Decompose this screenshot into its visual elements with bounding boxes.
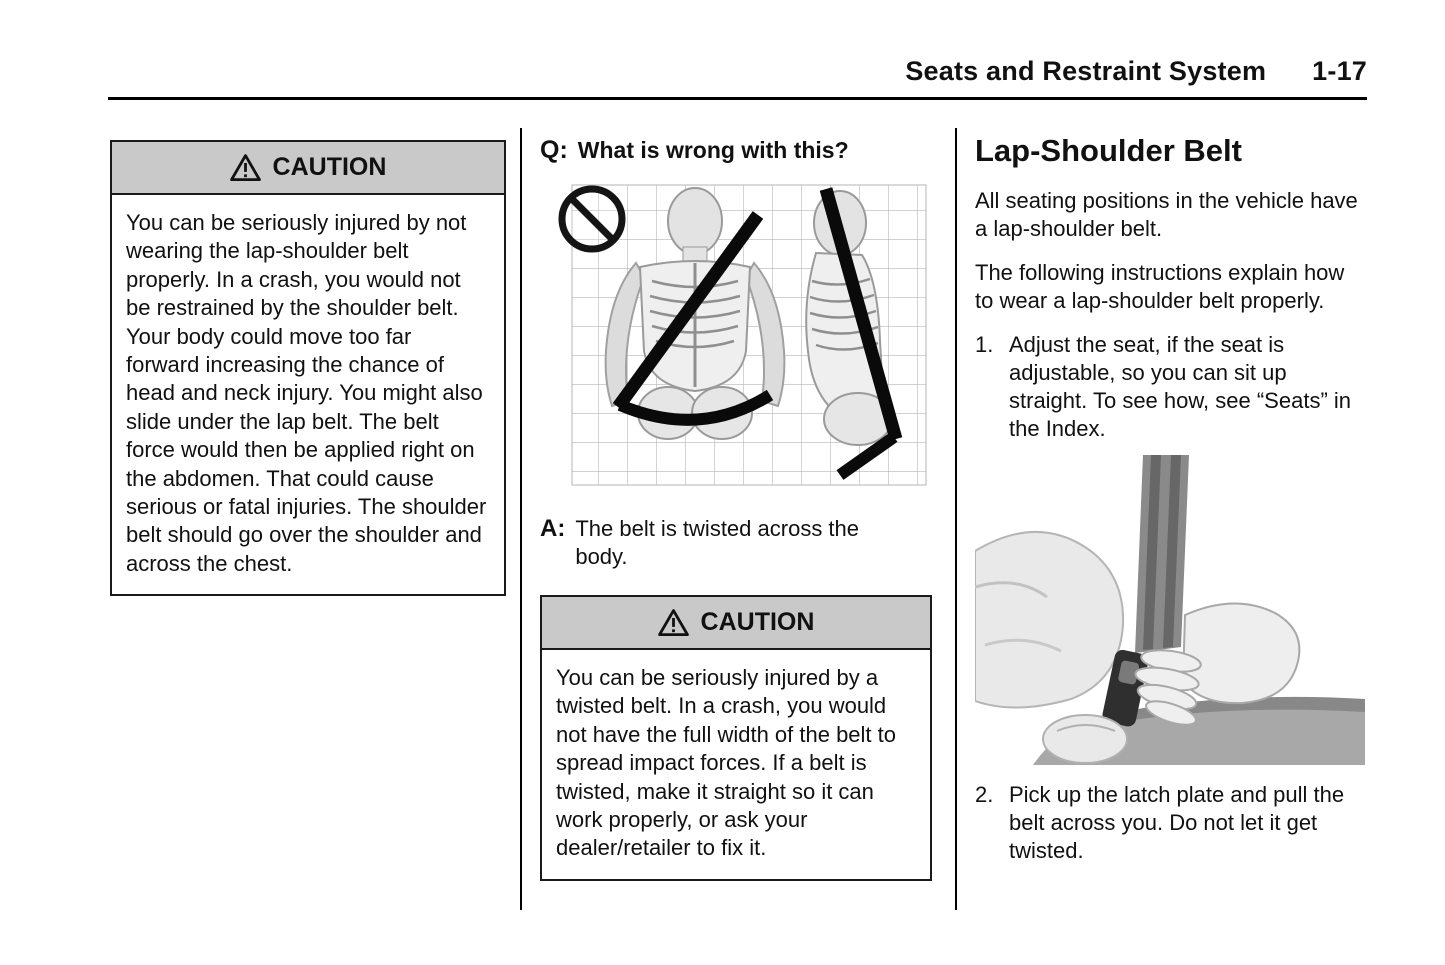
caution-box-twisted-belt: CAUTION You can be seriously injured by … [540, 595, 932, 881]
gripping-hand [1134, 602, 1301, 726]
answer-prefix: A: [540, 515, 566, 542]
middle-column: Q: What is wrong with this? [540, 136, 932, 881]
answer-text: The belt is twisted across the body. [575, 516, 860, 569]
step-number: 1. [975, 332, 994, 357]
right-column: Lap-Shoulder Belt All seating positions … [975, 133, 1367, 877]
side-figure-belt [819, 187, 903, 480]
twisted-belt-figure [540, 181, 930, 493]
step-text: Adjust the seat, if the seat is adjustab… [1009, 332, 1351, 441]
question-prefix: Q: [540, 136, 568, 164]
left-column: CAUTION You can be seriously injured by … [110, 140, 506, 597]
answer-line: A: The belt is twisted across the body. [540, 515, 932, 571]
header-title: Seats and Restraint System [905, 56, 1267, 86]
latch-plate-figure [975, 455, 1365, 765]
step-item-2: 2. Pick up the latch plate and pull the … [975, 781, 1367, 865]
body-paragraph: All seating positions in the vehicle hav… [975, 188, 1358, 241]
caution-label: CAUTION [700, 608, 815, 636]
caution-body-text: You can be seriously injured by not wear… [126, 210, 487, 576]
step-item-1: 1. Adjust the seat, if the seat is adjus… [975, 331, 1367, 443]
caution-body-text: You can be seriously injured by a twiste… [556, 665, 897, 861]
caution-label: CAUTION [272, 153, 387, 181]
step-number: 2. [975, 782, 994, 807]
front-figure-belt [612, 211, 774, 426]
caution-box-belt-wear: CAUTION You can be seriously injured by … [110, 140, 506, 597]
latch-plate [1102, 649, 1149, 727]
caution-header: CAUTION [542, 597, 930, 650]
forearm [975, 531, 1125, 709]
step-text: Pick up the latch plate and pull the bel… [1009, 782, 1345, 863]
question-line: Q: What is wrong with this? [540, 136, 932, 165]
header-page-number: 1-17 [1312, 56, 1367, 86]
caution-header: CAUTION [112, 142, 504, 195]
warning-triangle-icon [657, 608, 689, 636]
column-divider-left [520, 128, 522, 910]
page-header: Seats and Restraint System 1-17 [108, 56, 1367, 100]
section-heading: Lap-Shoulder Belt [975, 133, 1242, 168]
warning-triangle-icon [229, 153, 261, 181]
body-paragraph: The following instructions explain how t… [975, 260, 1345, 313]
column-divider-right [955, 128, 957, 910]
belt-strap [1135, 455, 1189, 653]
resting-hand [1042, 714, 1128, 764]
question-text: What is wrong with this? [577, 137, 849, 163]
side-skeleton-figure [805, 190, 893, 446]
prohibition-icon [558, 185, 626, 253]
